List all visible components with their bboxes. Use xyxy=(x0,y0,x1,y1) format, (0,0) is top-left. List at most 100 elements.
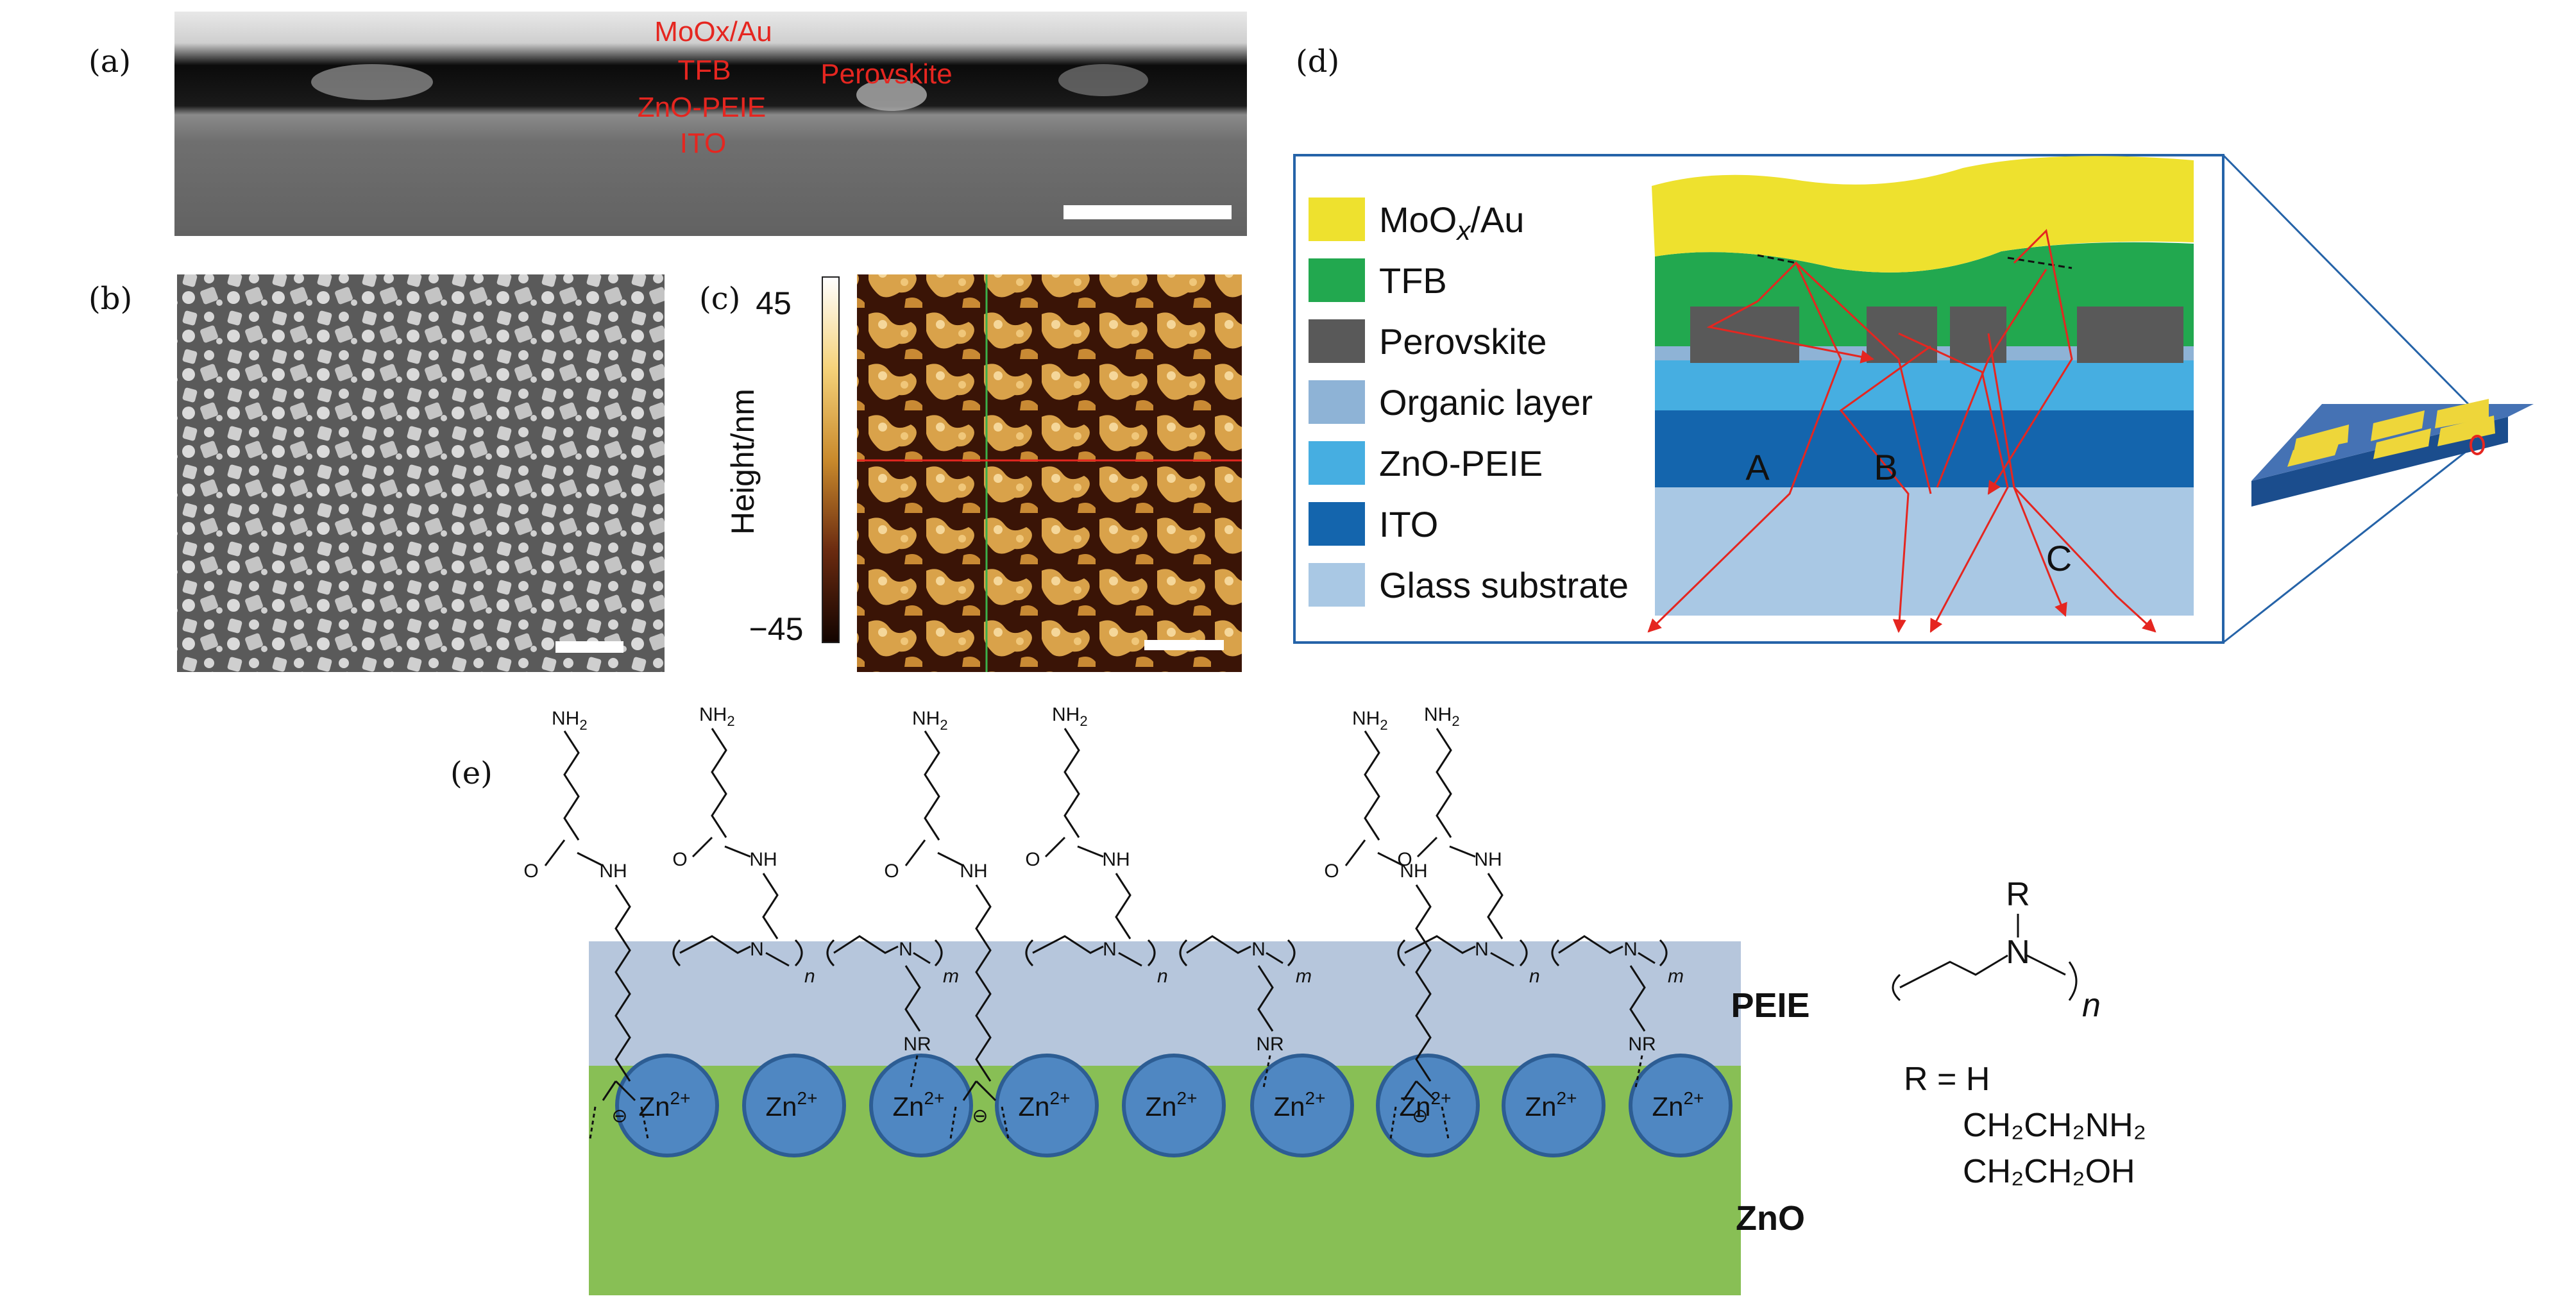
legend-label: Organic layer xyxy=(1379,382,1593,423)
perovskite-grain xyxy=(2077,307,2183,363)
legend-swatch xyxy=(1309,380,1365,424)
zn-ion-circle xyxy=(1250,1054,1354,1157)
carbonyl-o: O xyxy=(1324,861,1339,882)
layer-glass xyxy=(1655,487,2194,616)
panel-a-layer-labels: MoOx/Au TFB ZnO-PEIE ITO Perovskite xyxy=(638,16,953,159)
peie-general-r: R xyxy=(2006,876,2030,913)
zn-ion-label: Zn2+ xyxy=(1652,1088,1704,1122)
peie-n: N xyxy=(899,939,913,960)
legend-label: ITO xyxy=(1379,504,1438,544)
r-def-line2: CH₂CH₂NH₂ xyxy=(1963,1107,2146,1144)
label-tfb: TFB xyxy=(677,55,731,86)
nh2-label: NH2 xyxy=(552,708,588,733)
subscript-m: m xyxy=(1296,966,1312,987)
scale-bar-b xyxy=(555,641,623,653)
peie-n: N xyxy=(750,939,764,960)
zn-ion-label: Zn2+ xyxy=(1400,1088,1452,1122)
amide-nh: NH xyxy=(599,861,627,882)
zn-ion-circle xyxy=(742,1054,846,1157)
peie-layer-label: PEIE xyxy=(1731,986,1809,1025)
zn-ion-label: Zn2+ xyxy=(1019,1088,1071,1122)
zn-ion-label: Zn2+ xyxy=(766,1088,818,1122)
zn-ion-row: Zn2+Zn2+Zn2+Zn2+Zn2+Zn2+Zn2+Zn2+Zn2+ xyxy=(615,1054,1733,1157)
subscript-n: n xyxy=(1157,966,1168,987)
legend-label: Perovskite xyxy=(1379,321,1546,362)
layer-zno-peie xyxy=(1655,360,2194,410)
nr-label: NR xyxy=(1256,1034,1284,1055)
label-perovskite: Perovskite xyxy=(820,58,952,90)
peie-general-structure: N R n R = H CH₂CH₂NH₂ CH₂CH₂OH xyxy=(1892,876,2146,1190)
zn-ion-label: Zn2+ xyxy=(1274,1088,1326,1122)
legend-swatch xyxy=(1309,198,1365,241)
peie-general-n: N xyxy=(2006,934,2030,971)
panel-e-interface: PEIE ZnO Zn2+ Zn2+ Zn2+ Zn2+ Zn2+ Zn2+ Zn2+ Zn2… xyxy=(523,704,2146,1295)
nh2-label: NH2 xyxy=(699,704,735,729)
scale-bar-c xyxy=(1144,640,1224,650)
legend-swatch xyxy=(1309,441,1365,485)
device-thumbnail xyxy=(2251,399,2534,507)
label-mooxau: MoOx/Au xyxy=(654,16,772,47)
amide-nh: NH xyxy=(1102,849,1130,870)
nh2-label: NH2 xyxy=(1352,708,1388,733)
panel-label-b: (b) xyxy=(89,281,132,317)
zno-layer-label: ZnO xyxy=(1736,1199,1805,1238)
colorbar xyxy=(822,276,840,643)
light-paths xyxy=(1647,228,2157,634)
carbonyl-o: O xyxy=(884,861,899,882)
carbonyl-o: O xyxy=(1025,849,1040,870)
amide-nh: NH xyxy=(1400,861,1427,882)
zn-ion-circle xyxy=(1376,1054,1480,1157)
perovskite-grain xyxy=(1950,307,2006,363)
carbonyl-o: O xyxy=(523,861,538,882)
legend-label: ZnO-PEIE xyxy=(1379,443,1543,483)
peie-n: N xyxy=(1103,939,1117,960)
r-def-line1: R = H xyxy=(1904,1061,1990,1098)
peie-layer-band xyxy=(589,941,1741,1066)
zn-ion-label: Zn2+ xyxy=(1146,1088,1198,1122)
zn-ion-circle xyxy=(1629,1054,1733,1157)
nr-label: NR xyxy=(1628,1034,1656,1055)
subscript-m: m xyxy=(943,966,959,987)
layer-stack xyxy=(1652,156,2194,616)
subscript-m: m xyxy=(1668,966,1684,987)
label-zno-peie: ZnO-PEIE xyxy=(638,92,767,123)
zn-ion-circle xyxy=(1502,1054,1606,1157)
subscript-n: n xyxy=(1529,966,1540,987)
legend-label: TFB xyxy=(1379,260,1447,301)
legend-swatch xyxy=(1309,502,1365,546)
panel-c-afm: 45 −45 Height/nm xyxy=(725,274,1242,672)
carboxylate-charge: ⊖ xyxy=(611,1105,627,1127)
amide-nh: NH xyxy=(749,849,777,870)
zn-ion-label: Zn2+ xyxy=(1525,1088,1577,1122)
legend-swatch xyxy=(1309,258,1365,302)
path-label-a: A xyxy=(1745,447,1770,487)
subscript-n: n xyxy=(804,966,815,987)
peie-n: N xyxy=(1475,939,1489,960)
legend-swatch xyxy=(1309,563,1365,607)
panel-label-c: (c) xyxy=(699,281,740,317)
amide-nh: NH xyxy=(1474,849,1502,870)
r-def-line3: CH₂CH₂OH xyxy=(1963,1153,2135,1190)
layer-mooxau xyxy=(1652,156,2194,273)
peie-n: N xyxy=(1251,939,1266,960)
molecule-chains xyxy=(544,728,1668,1139)
amide-nh: NH xyxy=(960,861,987,882)
peie-general-subscript: n xyxy=(2082,987,2101,1024)
nh2-label: NH2 xyxy=(1052,704,1088,729)
carbonyl-o: O xyxy=(1397,849,1412,870)
zn-ion-label: Zn2+ xyxy=(893,1088,945,1122)
panel-a-cross-section: MoOx/Au TFB ZnO-PEIE ITO Perovskite xyxy=(174,12,1247,236)
scale-bar-a xyxy=(1063,205,1232,219)
nh2-label: NH2 xyxy=(912,708,948,733)
carbonyl-o: O xyxy=(672,849,687,870)
colorbar-max: 45 xyxy=(756,285,792,321)
legend-label: MoOx/Au xyxy=(1379,199,1524,246)
legend-swatch xyxy=(1309,319,1365,363)
colorbar-min: −45 xyxy=(749,611,804,647)
panel-label-d: (d) xyxy=(1296,44,1339,80)
panel-b-sem-image xyxy=(177,274,665,672)
